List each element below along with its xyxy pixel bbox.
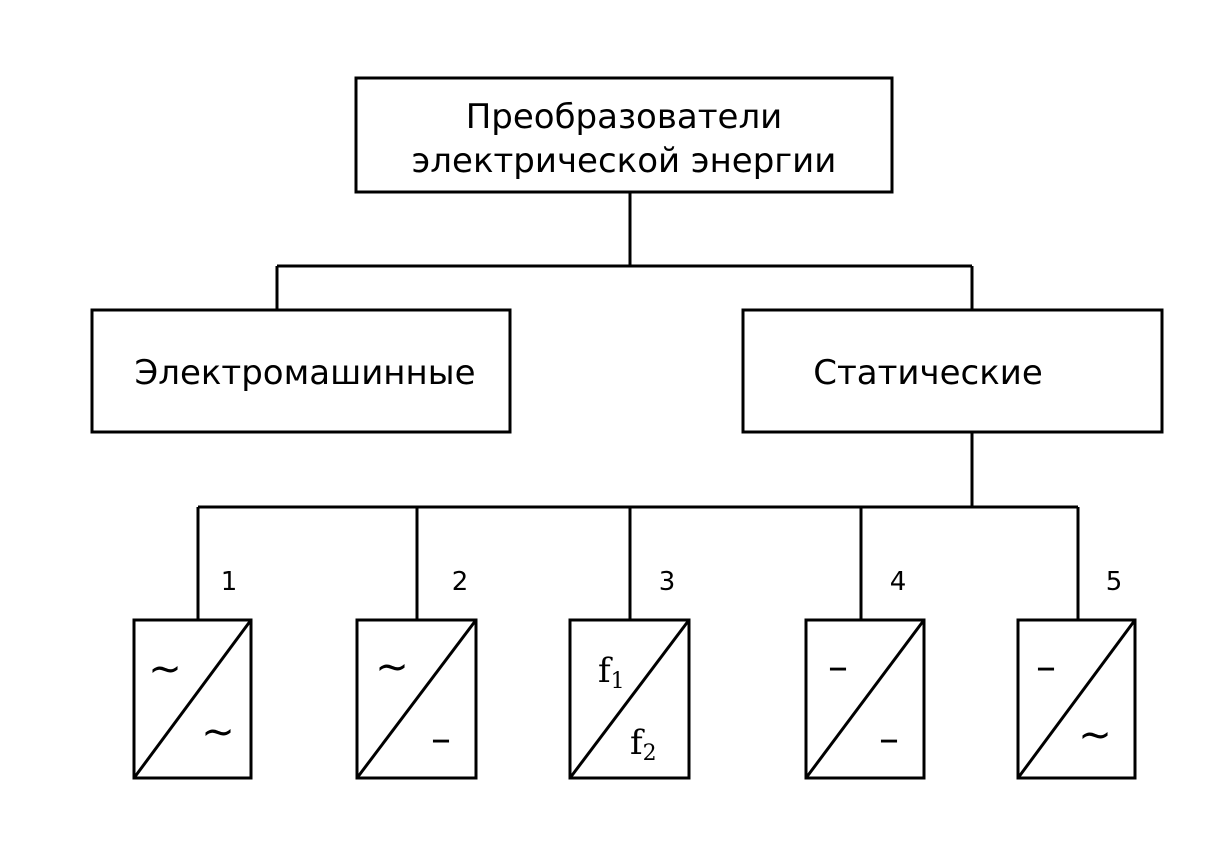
static-box (741, 308, 1164, 434)
converter-number-5: 5 (1106, 567, 1123, 597)
converter-1-input: ~ (148, 646, 182, 692)
converter-diagonal-1 (132, 619, 253, 779)
converter-1-output: ~ (201, 709, 235, 755)
converter-number-4: 4 (890, 567, 907, 597)
converter-3-input: f1 (598, 651, 625, 694)
converter-box-4 (804, 618, 926, 780)
converter-box-5 (1016, 618, 1137, 780)
root-title-line2: электрической энергии (412, 141, 837, 181)
converter-number-1: 1 (221, 567, 238, 597)
converter-diagonal-5 (1016, 619, 1137, 779)
converter-2-input: ~ (375, 644, 409, 690)
converter-5-output: ~ (1078, 712, 1112, 758)
electromachine-box (90, 308, 512, 434)
converter-box-1 (132, 618, 253, 780)
static-label: Статические (813, 353, 1043, 393)
converter-box-2 (355, 618, 478, 780)
converter-number-3: 3 (659, 567, 676, 597)
electromachine-label: Электромашинные (134, 353, 475, 393)
converter-5-input: – (1036, 644, 1056, 690)
converter-diagonal-3 (568, 619, 691, 779)
root-title-line1: Преобразователи (466, 97, 783, 137)
converter-box-3 (568, 618, 691, 780)
converter-2-output: – (431, 716, 451, 762)
root-box (354, 76, 894, 194)
converter-4-output: – (879, 716, 899, 762)
converter-3-output: f2 (630, 723, 657, 766)
converter-number-2: 2 (452, 567, 469, 597)
converter-diagonal-4 (804, 619, 926, 779)
converter-diagonal-2 (355, 619, 478, 779)
converter-4-input: – (828, 644, 848, 690)
